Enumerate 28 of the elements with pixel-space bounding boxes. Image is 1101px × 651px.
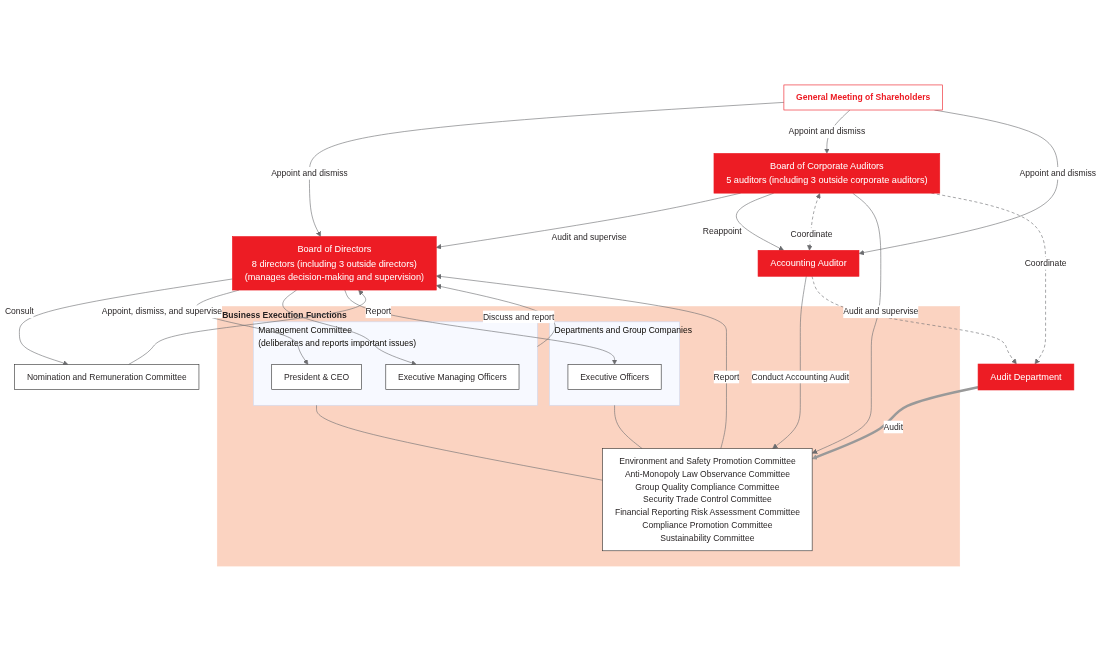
edge-label: Audit and supervise <box>551 232 627 242</box>
edge-label: Appoint and dismiss <box>271 168 348 178</box>
edge-label: Appoint and dismiss <box>788 126 866 137</box>
node-box: General Meeting of Shareholders <box>783 84 943 111</box>
edge-label: Report <box>365 306 392 317</box>
node-box: Environment and Safety Promotion Committee Anti-Monopoly Law Observance Committee Group Quality Compliance Committee Security Trade Control Committee Financial Reporting Risk Assessment Committee Compliance Promotion Committee Sustainability Committee <box>602 448 813 552</box>
edge-label: Discuss and report <box>482 311 555 322</box>
edge-label: Audit <box>883 421 904 432</box>
edge-label: Consult <box>4 306 34 317</box>
edge-label: Audit and supervise <box>843 306 919 317</box>
node-box: Accounting Auditor <box>757 250 860 277</box>
node-box: Nomination and Remuneration Committee <box>14 364 200 390</box>
node-box: President & CEO <box>271 364 362 390</box>
node-box: Executive Officers <box>567 364 662 390</box>
arrow <box>811 386 979 460</box>
node-box: Board of Directors 8 directors (including 3 outside directors) (manages decision-making and supervision) <box>232 236 437 291</box>
edge-label: Conduct Accounting Audit <box>751 371 850 382</box>
node-box: Executive Managing Officers <box>385 364 520 390</box>
connector <box>614 404 643 449</box>
edge-label: Appoint, dismiss, and supervise <box>101 306 223 317</box>
edge-label: Reappoint <box>702 226 742 237</box>
connector <box>316 404 603 481</box>
edge-label: Report <box>713 371 740 382</box>
edge-label: Appoint and dismiss <box>1019 168 1097 178</box>
node-box: Audit Department <box>977 363 1075 391</box>
edge-label: Coordinate <box>1024 258 1067 268</box>
node-box: Board of Corporate Auditors 5 auditors (including 3 outside corporate auditors) <box>713 153 941 194</box>
edge-label: Coordinate <box>790 229 833 240</box>
